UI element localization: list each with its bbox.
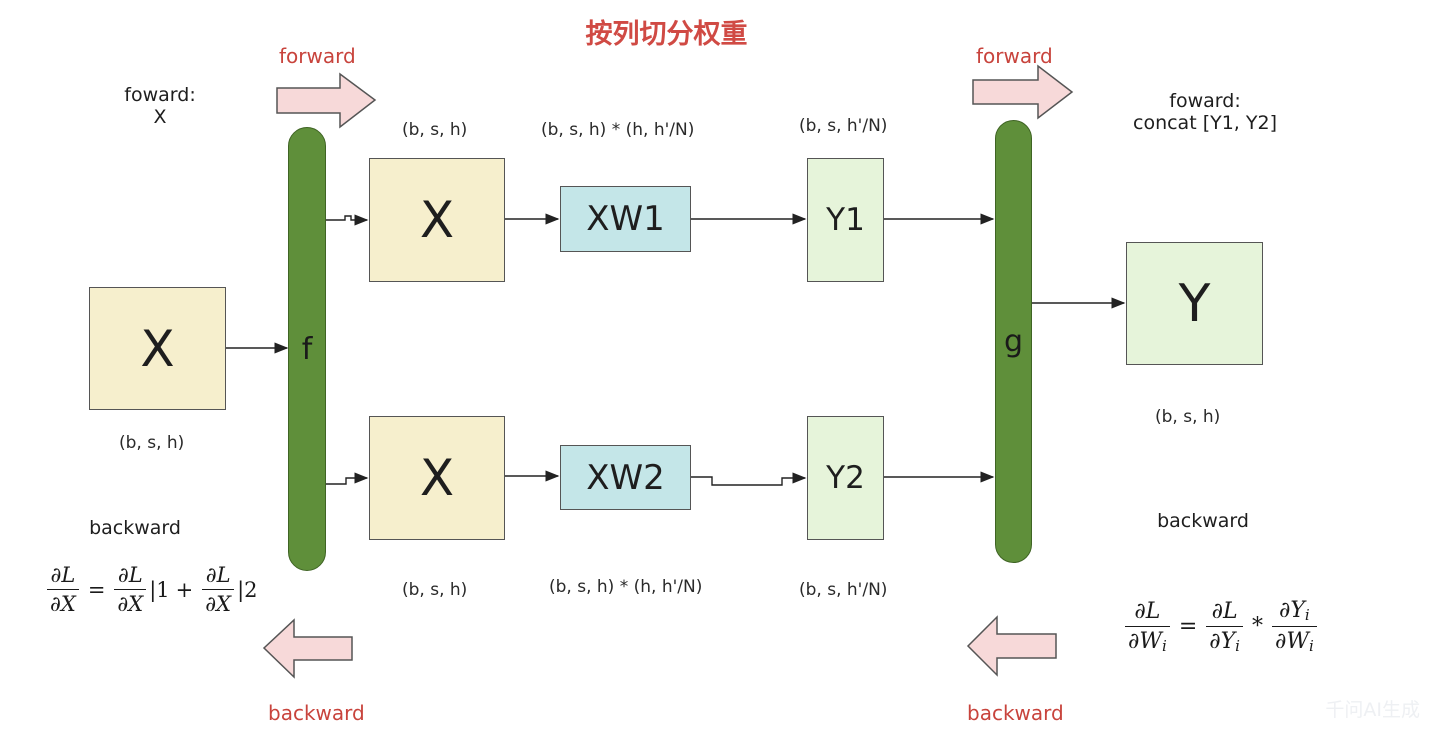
y2-box: Y2 — [807, 416, 884, 540]
left-formula-term1: ∂L ∂X — [114, 563, 147, 616]
left-formula-lhs-num: ∂L — [50, 563, 76, 587]
xw1-label: XW1 — [586, 199, 665, 239]
left-formula-lhs: ∂L ∂X — [47, 563, 79, 616]
left-formula-t1-num: ∂L — [117, 563, 143, 587]
right-formula-times: * — [1251, 614, 1263, 639]
bottom-y-shape: (b, s, h'/N) — [799, 580, 888, 600]
y2-label: Y2 — [826, 460, 865, 496]
xw1-box: XW1 — [560, 186, 691, 252]
left-formula-term2: ∂L ∂X — [202, 563, 235, 616]
input-x-shape: (b, s, h) — [119, 433, 185, 453]
top-x-shape: (b, s, h) — [402, 120, 468, 140]
input-x-box: X — [89, 287, 226, 410]
right-formula-t1-den: ∂Yi — [1206, 625, 1243, 655]
right-formula-t1-num: ∂L — [1211, 598, 1238, 624]
left-forward-note-line1: foward: — [124, 84, 196, 106]
right-backward-note: backward — [1157, 510, 1249, 532]
right-formula-t1-den-main: ∂Y — [1209, 628, 1236, 654]
right-forward-note-line2: concat [Y1, Y2] — [1133, 112, 1277, 134]
top-x-label: X — [419, 191, 455, 249]
right-formula-t1-den-sub: i — [1235, 636, 1240, 655]
right-formula-lhs-num: ∂L — [1134, 598, 1161, 624]
left-formula-t2-num: ∂L — [205, 563, 231, 587]
right-formula-eq: = — [1178, 614, 1198, 639]
backward-label-right: backward — [967, 701, 1064, 725]
left-formula-plus: + — [175, 577, 194, 602]
y1-label: Y1 — [826, 202, 865, 238]
output-y-shape: (b, s, h) — [1155, 407, 1221, 427]
wire-f-to-bottom-x — [326, 472, 369, 485]
right-formula-t2-den-main: ∂W — [1274, 629, 1309, 654]
bottom-w-shape: (b, s, h) * (h, h'/N) — [549, 577, 703, 597]
right-forward-note-line1: foward: — [1169, 90, 1241, 112]
g-bar-label: g — [1003, 324, 1024, 359]
left-formula-lhs-den: ∂X — [47, 589, 79, 616]
right-formula-lhs-den: ∂Wi — [1125, 625, 1170, 655]
g-bar: g — [995, 120, 1032, 563]
top-y-shape: (b, s, h'/N) — [799, 116, 888, 136]
left-forward-note-line2: X — [153, 106, 167, 128]
left-forward-note: foward: X — [100, 84, 220, 128]
right-formula-lhs: ∂L ∂Wi — [1125, 599, 1170, 655]
right-formula-t2-num-main: ∂Y — [1279, 598, 1305, 623]
left-gradient-formula: ∂L ∂X = ∂L ∂X |1 + ∂L ∂X |2 — [44, 563, 258, 616]
xw2-box: XW2 — [560, 445, 691, 510]
forward-label-right: forward — [976, 44, 1053, 68]
forward-arrow-right — [972, 64, 1074, 120]
forward-arrow-left — [276, 72, 377, 129]
right-formula-term1: ∂L ∂Yi — [1206, 599, 1243, 655]
right-formula-lhs-den-main: ∂W — [1128, 628, 1162, 654]
left-formula-t2-den: ∂X — [202, 589, 235, 616]
right-formula-t2-num-sub: i — [1304, 606, 1310, 624]
right-formula-term2: ∂Yi ∂Wi — [1271, 598, 1317, 655]
bottom-x-label: X — [419, 449, 455, 507]
f-bar: f — [288, 127, 326, 571]
wire-f-to-top-x — [326, 214, 369, 226]
f-bar-label: f — [301, 331, 313, 367]
right-forward-note: foward: concat [Y1, Y2] — [1110, 90, 1300, 134]
input-x-label: X — [140, 319, 175, 378]
right-formula-t2-num: ∂Yi — [1276, 598, 1313, 626]
right-formula-t2-den: ∂Wi — [1271, 626, 1317, 655]
bottom-x-shape: (b, s, h) — [402, 580, 468, 600]
backward-label-left: backward — [268, 701, 365, 725]
wire-xw2-to-y2 — [691, 472, 807, 486]
right-formula-t2-den-sub: i — [1308, 637, 1314, 655]
left-formula-t1-den: ∂X — [114, 589, 147, 616]
watermark-text: 千问AI生成 — [1325, 699, 1420, 721]
backward-arrow-left — [262, 618, 353, 679]
right-gradient-formula: ∂L ∂Wi = ∂L ∂Yi * ∂Yi ∂Wi — [1122, 598, 1320, 655]
left-backward-note: backward — [89, 517, 181, 539]
top-w-shape: (b, s, h) * (h, h'/N) — [541, 120, 695, 140]
forward-label-left: forward — [279, 44, 356, 68]
right-formula-lhs-den-sub: i — [1162, 636, 1167, 655]
xw2-label: XW2 — [586, 457, 665, 498]
left-formula-t1-tail: |1 — [149, 577, 170, 602]
left-formula-t2-tail: |2 — [237, 577, 258, 602]
backward-arrow-right — [966, 615, 1057, 677]
left-formula-eq: = — [87, 577, 106, 602]
diagram-title: 按列切分权重 — [585, 19, 748, 50]
bottom-x-box: X — [369, 416, 505, 540]
top-x-box: X — [369, 158, 505, 282]
y1-box: Y1 — [807, 158, 884, 282]
output-y-label: Y — [1178, 273, 1211, 334]
output-y-box: Y — [1126, 242, 1263, 365]
